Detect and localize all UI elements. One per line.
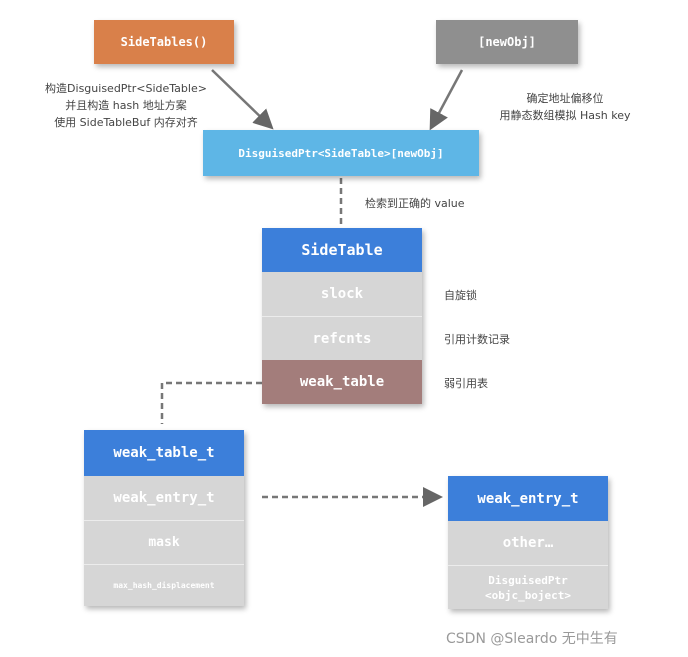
row-note-refcnts: 引用计数记录 <box>444 333 510 346</box>
retrieve-note: 检索到正确的 value <box>365 197 465 210</box>
newobj-label: [newObj] <box>478 35 536 49</box>
sidetable-header: SideTable <box>262 228 422 272</box>
right-note-line: 确定地址偏移位 <box>526 92 604 105</box>
sidetable-row-weak-table: weak_table <box>262 360 422 404</box>
row-note-slock: 自旋锁 <box>444 289 477 302</box>
sidetable-row-refcnts: refcnts <box>262 316 422 360</box>
weak-entry-t-header: weak_entry_t <box>448 476 608 521</box>
weak-entry-t-struct: weak_entry_t other… DisguisedPtr <objc_b… <box>448 476 608 609</box>
watermark: CSDN @Sleardo 无中生有 <box>446 631 618 647</box>
disguised-ptr-box: DisguisedPtr<SideTable>[newObj] <box>203 130 479 176</box>
weak-table-t-row-mask: mask <box>84 520 244 564</box>
weak-table-t-struct: weak_table_t weak_entry_t mask max_hash_… <box>84 430 244 606</box>
right-note-line: 用静态数组模拟 Hash key <box>499 109 631 122</box>
weak-table-t-header: weak_table_t <box>84 430 244 476</box>
right-note: 确定地址偏移位 用静态数组模拟 Hash key <box>470 90 660 124</box>
sidetable-struct: SideTable slock refcnts weak_table <box>262 228 422 404</box>
left-note-line: 构造DisguisedPtr<SideTable> <box>45 82 207 95</box>
disguised-ptr-label: DisguisedPtr<SideTable>[newObj] <box>238 146 444 160</box>
newobj-box: [newObj] <box>436 20 578 64</box>
sidetables-label: SideTables() <box>120 35 208 49</box>
sidetables-box: SideTables() <box>94 20 234 64</box>
arrow-sidetables-to-ptr <box>211 69 274 130</box>
ptr-line: <objc_boject> <box>484 588 572 602</box>
weak-table-t-row-max-hash: max_hash_displacement <box>84 564 244 606</box>
row-note-weak-table: 弱引用表 <box>444 377 488 390</box>
left-note-line: 使用 SideTableBuf 内存对齐 <box>54 116 198 129</box>
weak-entry-t-row-other: other… <box>448 521 608 565</box>
sidetable-row-slock: slock <box>262 272 422 316</box>
left-note: 构造DisguisedPtr<SideTable> 并且构造 hash 地址方案… <box>26 80 226 131</box>
left-note-line: 并且构造 hash 地址方案 <box>65 99 187 112</box>
weak-table-t-row-entry: weak_entry_t <box>84 476 244 520</box>
weak-entry-t-row-ptr: DisguisedPtr <objc_boject> <box>448 565 608 609</box>
ptr-line: DisguisedPtr <box>488 573 568 587</box>
dashed-sidetable-to-weaktable <box>160 381 262 424</box>
arrow-newobj-to-ptr <box>429 69 464 131</box>
